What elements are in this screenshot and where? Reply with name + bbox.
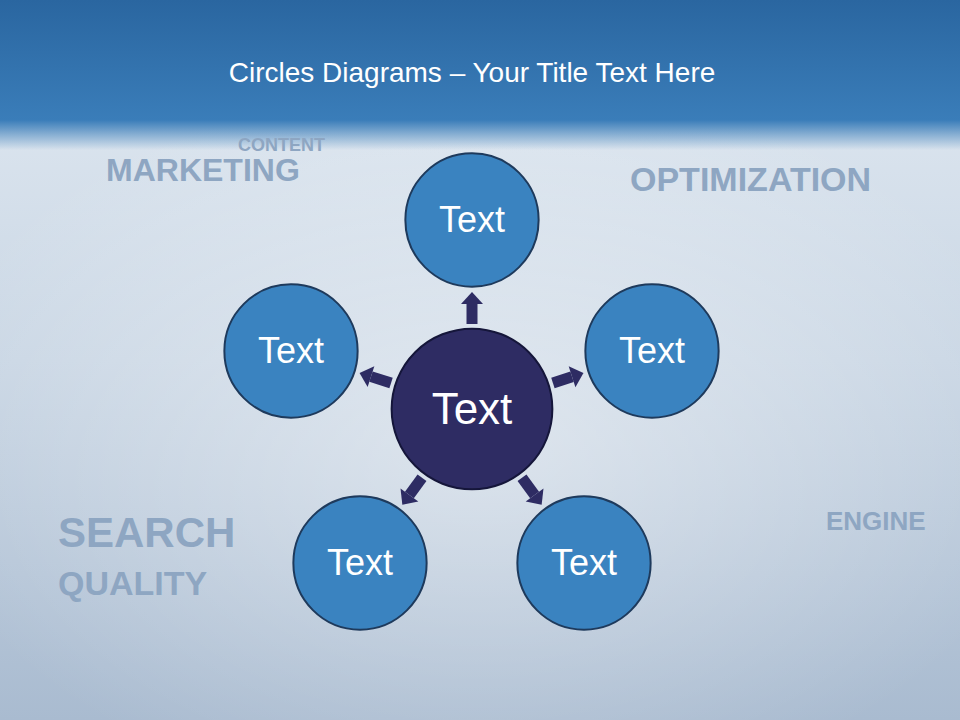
arrow-head (569, 366, 584, 387)
outer-circle: Text (404, 152, 540, 288)
watermark-word: ENGINE (826, 508, 926, 534)
arrow-connector (522, 478, 543, 505)
arrow-shaft (467, 304, 478, 324)
center-circle: Text (390, 327, 554, 491)
watermark-word: QUALITY (58, 566, 207, 600)
arrow-connector (401, 478, 422, 505)
node-text-holder: Text (327, 543, 393, 583)
watermark-word: SEARCH (58, 512, 235, 554)
background-glow (0, 100, 960, 720)
node-text-holder: Text (551, 543, 617, 583)
arrow-head (461, 292, 483, 304)
circle-shape (517, 496, 650, 629)
arrow-connector (553, 366, 584, 387)
arrow-shaft (371, 377, 391, 383)
circle-shape (405, 153, 538, 286)
node-text: Text (619, 331, 685, 371)
arrow-shaft (522, 478, 535, 495)
watermark-word: MARKETING (106, 154, 300, 186)
node-text: Text (432, 385, 513, 433)
node-text: Text (439, 200, 505, 240)
outer-circle: Text (584, 283, 720, 419)
circle-shape (585, 284, 718, 417)
slide-title: Circles Diagrams – Your Title Text Here (229, 56, 716, 90)
node-text: Text (258, 331, 324, 371)
circle-shape (392, 329, 553, 490)
outer-circle: Text (516, 495, 652, 631)
node-text-holder: Text (619, 331, 685, 371)
arrow-head (526, 489, 544, 505)
node-text: Text (327, 543, 393, 583)
circle-shape (224, 284, 357, 417)
header-bar (0, 0, 960, 150)
arrow-shaft (553, 377, 572, 383)
circle-shape (293, 496, 426, 629)
node-text-holder: Text (258, 331, 324, 371)
arrow-connector (461, 292, 483, 324)
outer-circle: Text (223, 283, 359, 419)
watermark-word: OPTIMIZATION (630, 162, 871, 196)
arrow-connector (360, 366, 391, 387)
arrow-head (401, 489, 419, 505)
node-text: Text (551, 543, 617, 583)
node-text-holder: Text (439, 200, 505, 240)
outer-circle: Text (292, 495, 428, 631)
arrow-head (360, 366, 375, 387)
arrow-shaft (409, 478, 422, 495)
watermark-word: CONTENT (238, 136, 325, 154)
node-text-holder: Text (432, 385, 513, 433)
